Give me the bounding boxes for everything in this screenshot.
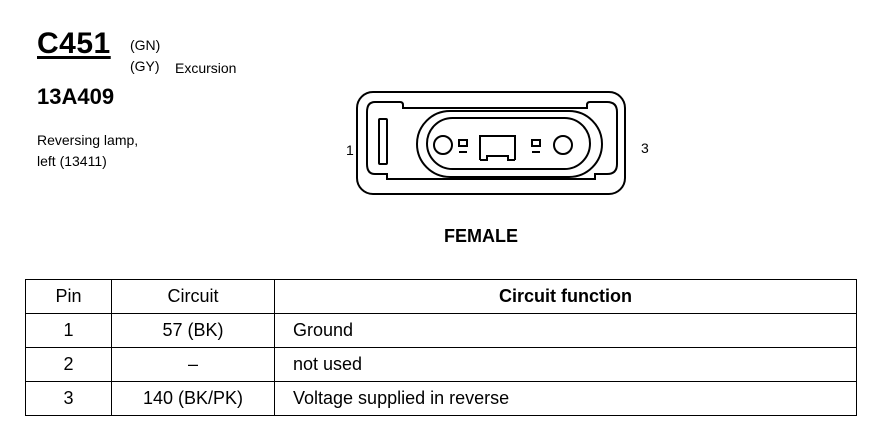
table-row: 3 140 (BK/PK) Voltage supplied in revers… [25, 381, 857, 416]
terminal-cavity-outer [416, 110, 603, 178]
cell-function: Ground [274, 313, 857, 348]
terminal-pin-3 [553, 135, 573, 155]
table-header-row: Pin Circuit Circuit function [25, 279, 857, 314]
cell-pin: 3 [25, 381, 112, 416]
connector-id: C451 [37, 27, 111, 60]
cell-circuit: 140 (BK/PK) [111, 381, 275, 416]
terminal-slot-1 [458, 139, 468, 147]
pin-label-right: 3 [641, 140, 649, 156]
part-number: 13A409 [37, 84, 115, 109]
terminal-slot-3 [531, 139, 541, 147]
center-key-base [480, 155, 515, 161]
vehicle-model: Excursion [175, 60, 237, 76]
center-key [479, 135, 516, 160]
cell-circuit: 57 (BK) [111, 313, 275, 348]
color-code-gn: (GN) [130, 37, 161, 53]
description-line-1: Reversing lamp, [37, 132, 139, 148]
connector-housing-outer [356, 91, 626, 195]
locking-tab [378, 118, 388, 165]
cell-pin: 1 [25, 313, 112, 348]
table-row: 1 57 (BK) Ground [25, 313, 857, 348]
connector-housing-inner [366, 101, 618, 180]
table-row: 2 – not used [25, 347, 857, 382]
header-circuit: Circuit [111, 279, 275, 314]
connector-face-diagram [356, 91, 626, 195]
header-pin: Pin [25, 279, 112, 314]
cell-function: not used [274, 347, 857, 382]
cell-circuit: – [111, 347, 275, 382]
terminal-cavity-inner [426, 117, 591, 170]
terminal-pin-1 [433, 135, 453, 155]
connector-gender-label: FEMALE [444, 226, 518, 246]
header-circuit-function: Circuit function [274, 279, 857, 314]
color-code-gy: (GY) [130, 58, 160, 74]
description-line-2: left (13411) [37, 153, 107, 169]
cell-function: Voltage supplied in reverse [274, 381, 857, 416]
pin-table: Pin Circuit Circuit function 1 57 (BK) G… [25, 279, 857, 416]
pin-label-left: 1 [346, 142, 354, 158]
cell-pin: 2 [25, 347, 112, 382]
